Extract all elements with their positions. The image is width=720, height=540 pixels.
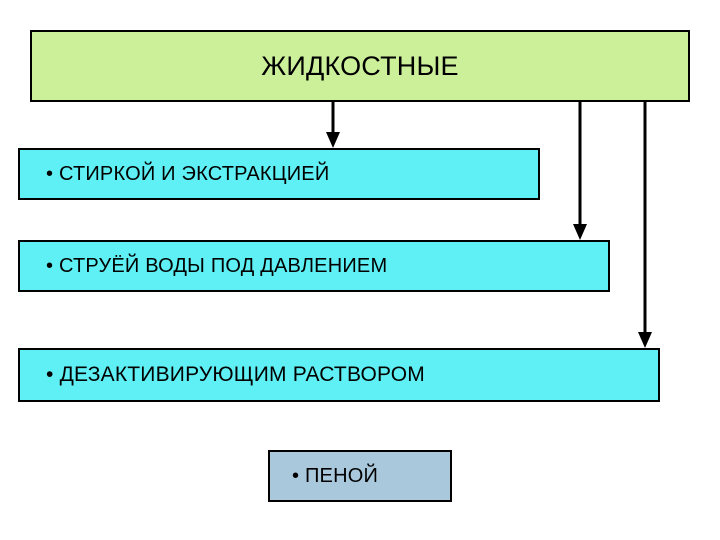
page-title: ЖИДКОСТНЫЕ — [261, 50, 459, 81]
diagram-item-3-label: • ДЕЗАКТИВИРУЮЩИМ РАСТВОРОМ — [46, 363, 425, 386]
diagram-item-2: • СТРУЁЙ ВОДЫ ПОД ДАВЛЕНИЕМ — [18, 240, 610, 292]
arrow-title-to-item-2 — [560, 102, 600, 242]
arrow-title-to-item-3 — [625, 102, 665, 350]
diagram-item-1-label: • СТИРКОЙ И ЭКСТРАКЦИЕЙ — [46, 162, 330, 185]
diagram-item-2-label: • СТРУЁЙ ВОДЫ ПОД ДАВЛЕНИЕМ — [46, 254, 388, 277]
diagram-item-4-label: • ПЕНОЙ — [292, 464, 379, 487]
diagram-item-3: • ДЕЗАКТИВИРУЮЩИМ РАСТВОРОМ — [18, 348, 660, 402]
diagram-item-4: • ПЕНОЙ — [268, 450, 452, 502]
diagram-title-box: ЖИДКОСТНЫЕ — [30, 30, 690, 102]
arrow-title-to-item-1 — [318, 102, 348, 150]
diagram-item-1: • СТИРКОЙ И ЭКСТРАКЦИЕЙ — [18, 148, 540, 200]
